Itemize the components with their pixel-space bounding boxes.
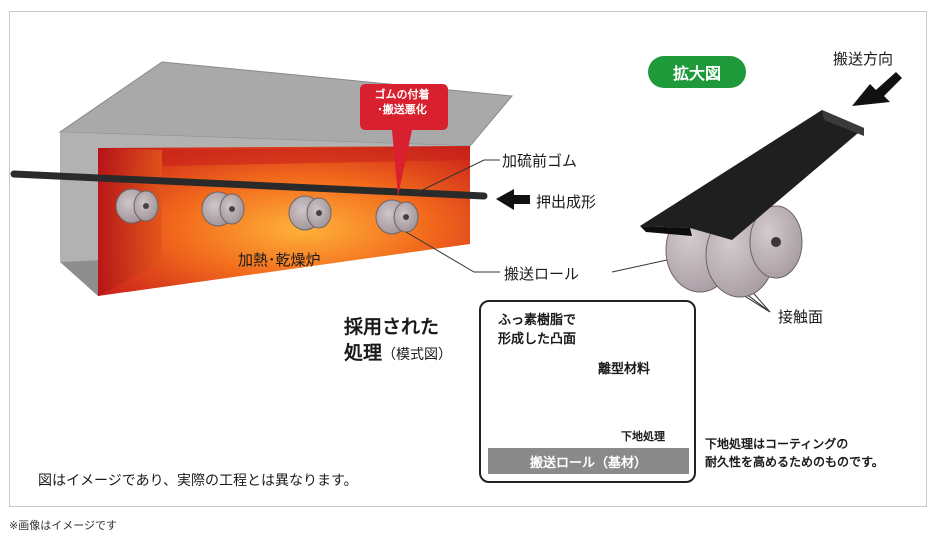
process-title-line-2: 処理（模式図） (344, 338, 452, 365)
label-unvulcanized-rubber: 加硫前ゴム (502, 152, 578, 170)
direction-arrow (852, 72, 902, 106)
label-extrusion: 押出成形 (536, 193, 597, 211)
process-title-suffix: （模式図） (382, 347, 453, 363)
leader-roll (405, 231, 500, 273)
leader-rubber (409, 159, 500, 197)
adhesion-pin-label: ゴムの付着 ･搬送悪化 (362, 87, 442, 117)
primer-note-line-2: 耐久性を高めるためのものです。 (705, 455, 884, 469)
oven-roller (201, 191, 245, 227)
primer-note-line-1: 下地処理はコーティングの (705, 437, 849, 451)
label-oven: 加熱･乾燥炉 (238, 251, 321, 269)
enlarged-rubber (640, 110, 864, 240)
pin-line-2: ･搬送悪化 (377, 103, 427, 116)
disclaimer-text: 図はイメージであり、実際の工程とは異なります。 (38, 473, 358, 489)
label-transport-direction: 搬送方向 (833, 50, 894, 68)
label-release-material: 離型材料 (598, 362, 651, 377)
oven-roller (288, 195, 332, 231)
process-title-line-1: 採用された (344, 316, 440, 338)
resin-line-1: ふっ素樹脂で (498, 313, 577, 328)
adhesion-pin (360, 84, 448, 196)
process-title-main: 処理 (344, 342, 383, 364)
primer-note: 下地処理はコーティングの 耐久性を高めるためのものです。 (705, 435, 884, 471)
leader-contact-left (611, 257, 677, 273)
label-roll-base: 搬送ロール（基材） (488, 448, 689, 474)
extrusion-arrow (496, 189, 530, 210)
label-transport-roll: 搬送ロール (504, 265, 580, 283)
oven-roller (375, 199, 419, 235)
label-primer: 下地処理 (621, 430, 665, 443)
label-resin-bumps: ふっ素樹脂で 形成した凸面 (498, 311, 576, 349)
resin-line-2: 形成した凸面 (498, 332, 577, 347)
oven-roller (115, 188, 159, 224)
oven-rollers (115, 188, 419, 235)
label-contact-surface: 接触面 (778, 308, 824, 326)
enlarged-view-badge: 拡大図 (648, 56, 746, 88)
image-footnote: ※画像はイメージです (9, 519, 117, 532)
rubber-strip (10, 170, 488, 200)
oven-interior-back (162, 146, 470, 166)
pin-line-1: ゴムの付着 (374, 88, 430, 101)
